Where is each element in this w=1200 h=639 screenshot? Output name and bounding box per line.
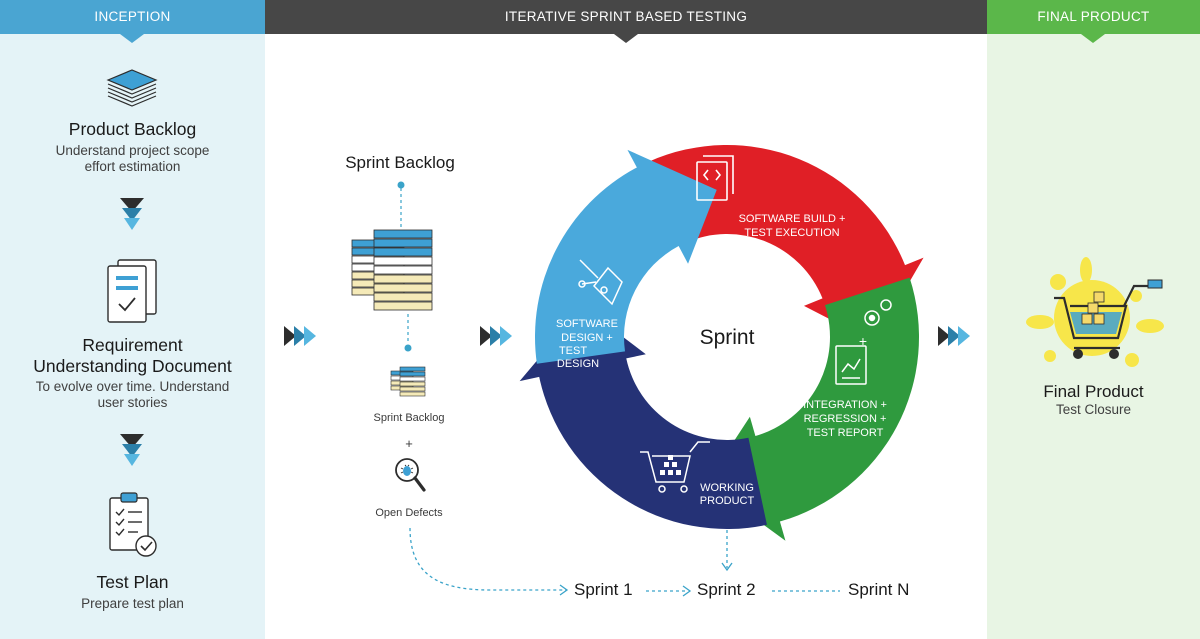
final-product-title: Final Product bbox=[1043, 382, 1144, 401]
cycle-segment-build bbox=[648, 145, 924, 343]
integration-label-1: INTEGRATION + bbox=[803, 399, 887, 411]
sprint2-to-sprintn-connector bbox=[772, 590, 840, 592]
sprint-backlog-small-label: Sprint Backlog bbox=[373, 412, 445, 424]
requirement-desc-2: user stories bbox=[97, 395, 168, 410]
product-backlog-title: Product Backlog bbox=[68, 119, 197, 139]
clipboard-check-icon bbox=[109, 492, 157, 557]
down-funnel-arrow-icon-2 bbox=[120, 434, 144, 466]
small-backlog-stack-icon bbox=[390, 366, 426, 397]
requirement-title-2: Understanding Document bbox=[33, 356, 232, 376]
backlog-plus-sign: + bbox=[405, 436, 413, 451]
sprint1-to-sprint2-connector bbox=[646, 585, 692, 597]
integration-plus-sign: + bbox=[859, 333, 867, 349]
design-label-2: DESIGN + bbox=[561, 332, 613, 344]
product-backlog-desc-2: effort estimation bbox=[84, 159, 181, 174]
sprint-backlog-connector-top bbox=[397, 181, 405, 228]
code-file-icon bbox=[696, 155, 734, 201]
open-defects-label: Open Defects bbox=[375, 507, 443, 519]
final-product-header: FINAL PRODUCT bbox=[987, 0, 1200, 34]
stacked-papers-icon bbox=[106, 69, 158, 107]
final-product-desc: Test Closure bbox=[1055, 402, 1132, 417]
sprint-cycle-diagram: + SOFTWARE BUILD + TEST EXECUTION INTEGR… bbox=[519, 145, 924, 541]
cycle-to-sprint2-connector bbox=[721, 530, 733, 572]
cycle-segment-working bbox=[519, 306, 767, 529]
gears-report-icon bbox=[835, 299, 892, 385]
final-header-notch bbox=[1081, 34, 1105, 43]
working-label-1: WORKING bbox=[700, 482, 754, 494]
backlog-stack-icon bbox=[351, 229, 433, 311]
iterative-header: ITERATIVE SPRINT BASED TESTING bbox=[265, 0, 987, 34]
down-funnel-arrow-icon bbox=[120, 198, 144, 230]
sprint-backlog-connector-mid bbox=[404, 314, 412, 352]
iterative-header-notch bbox=[614, 34, 638, 43]
flow-chevrons-icon-2 bbox=[480, 326, 512, 346]
integration-label-2: REGRESSION + bbox=[804, 413, 887, 425]
build-label-1: SOFTWARE BUILD + bbox=[739, 213, 846, 225]
design-label-4: DESIGN bbox=[557, 358, 599, 370]
inception-header: INCEPTION bbox=[0, 0, 265, 34]
design-label-1: SOFTWARE bbox=[556, 318, 618, 330]
integration-label-3: TEST REPORT bbox=[807, 427, 884, 439]
build-label-2: TEST EXECUTION bbox=[744, 227, 839, 239]
test-plan-desc: Prepare test plan bbox=[81, 596, 184, 611]
cycle-segment-integration bbox=[706, 277, 919, 541]
document-checklist-icon bbox=[107, 259, 157, 323]
design-label-3: TEST bbox=[559, 345, 587, 357]
cart-with-splash-icon bbox=[1026, 257, 1164, 367]
requirement-desc-1: To evolve over time. Understand bbox=[35, 379, 230, 394]
shopping-cart-icon bbox=[640, 441, 710, 493]
sprint-center-label: Sprint bbox=[700, 326, 755, 349]
inception-header-notch bbox=[120, 34, 144, 43]
cycle-segment-design bbox=[535, 149, 717, 364]
defects-to-sprint-connector bbox=[409, 527, 569, 596]
sprint-1-label: Sprint 1 bbox=[574, 580, 633, 599]
working-label-2: PRODUCT bbox=[700, 495, 755, 507]
sprint-n-label: Sprint N bbox=[848, 580, 910, 599]
bug-magnifier-icon bbox=[395, 458, 426, 492]
flow-chevrons-icon-1 bbox=[284, 326, 316, 346]
pen-nib-icon bbox=[578, 259, 623, 306]
flow-chevrons-icon-3 bbox=[938, 326, 970, 346]
test-plan-title: Test Plan bbox=[96, 572, 169, 592]
sprint-backlog-title: Sprint Backlog bbox=[345, 153, 455, 172]
sprint-2-label: Sprint 2 bbox=[697, 580, 756, 599]
requirement-title-1: Requirement bbox=[82, 335, 183, 355]
product-backlog-desc-1: Understand project scope bbox=[55, 143, 210, 158]
